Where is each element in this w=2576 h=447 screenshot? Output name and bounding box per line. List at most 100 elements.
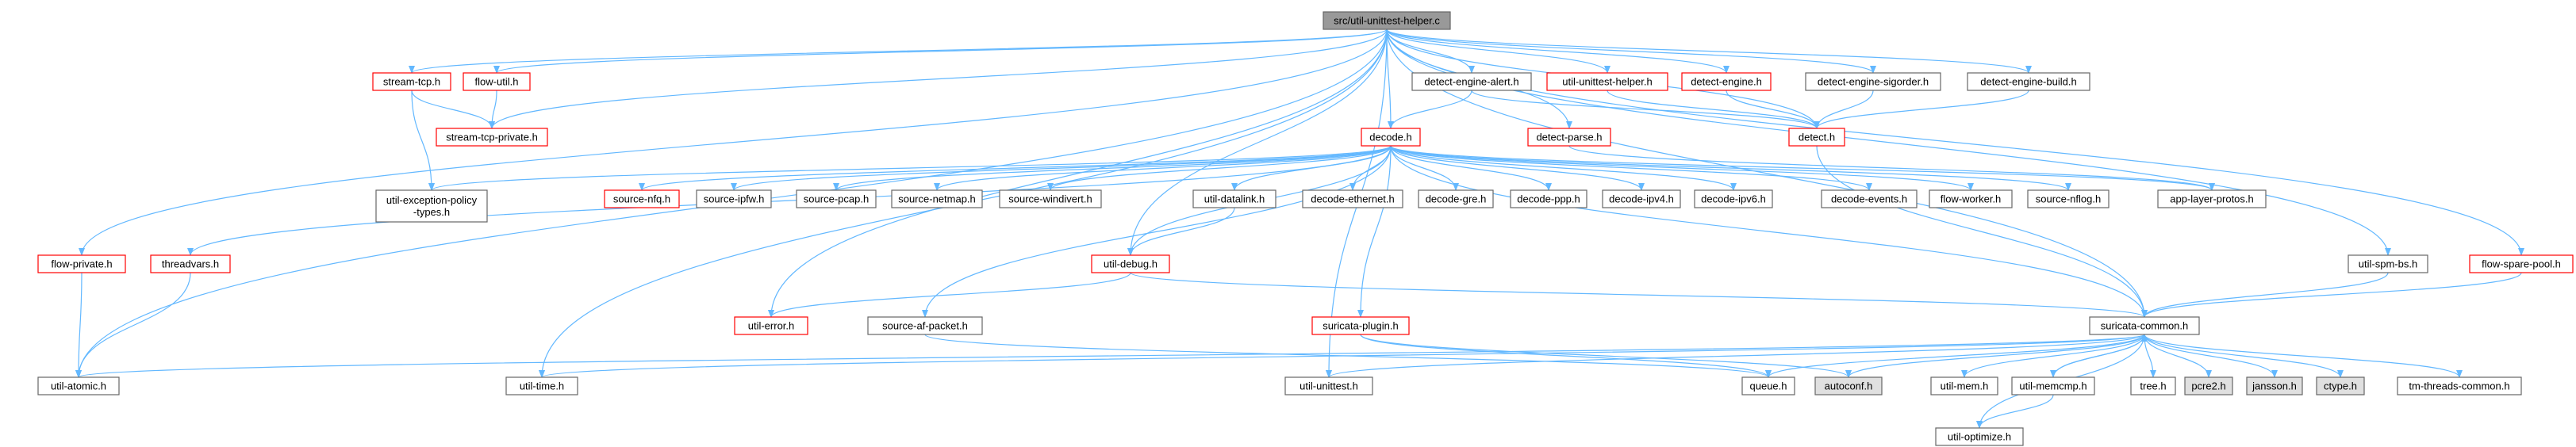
node-tree[interactable]: tree.h (2130, 376, 2176, 395)
node-util-unittest[interactable]: util-unittest.h (1284, 376, 1373, 395)
edge-suricata_plugin-to-queue (1360, 334, 1772, 378)
edge-detect_parse-to-app_layer_protos (1568, 145, 2215, 191)
node-util-spm-bs[interactable]: util-spm-bs.h (2348, 254, 2428, 273)
edge-root-to-stream_tcp (409, 29, 1388, 74)
edge-stream_tcp-to-util_exception_policy (411, 90, 435, 191)
edge-suricata_common-to-ctype (2144, 334, 2344, 378)
node-queue[interactable]: queue.h (1741, 376, 1795, 395)
node-util-optimize[interactable]: util-optimize.h (1935, 427, 2024, 446)
node-tm-threads-common[interactable]: tm-threads-common.h (2397, 376, 2522, 395)
node-stream-tcp-private[interactable]: stream-tcp-private.h (436, 128, 548, 147)
node-source-nfq[interactable]: source-nfq.h (604, 189, 680, 208)
node-label: detect-engine-alert.h (1424, 76, 1518, 88)
node-label: source-af-packet.h (882, 320, 968, 332)
node-util-time[interactable]: util-time.h (505, 376, 578, 395)
node-decode-ethernet[interactable]: decode-ethernet.h (1302, 189, 1403, 208)
node-label: source-nfq.h (613, 193, 670, 205)
edge-suricata_common-to-jansson (2144, 334, 2278, 378)
node-box (1805, 72, 1941, 91)
node-jansson[interactable]: jansson.h (2246, 376, 2303, 395)
node-source-af-packet[interactable]: source-af-packet.h (867, 316, 983, 335)
node-ctype[interactable]: ctype.h (2316, 376, 2365, 395)
node-decode-ipv6[interactable]: decode-ipv6.h (1694, 189, 1773, 208)
node-flow-worker[interactable]: flow-worker.h (1929, 189, 2013, 208)
node-label: util-mem.h (1941, 380, 1989, 392)
node-label: -types.h (413, 206, 450, 218)
node-detect[interactable]: detect.h (1788, 128, 1845, 147)
node-flow-spare-pool[interactable]: flow-spare-pool.h (2469, 254, 2574, 273)
node-box (2348, 254, 2428, 273)
node-label: decode-ipv6.h (1701, 193, 1766, 205)
node-label: suricata-plugin.h (1323, 320, 1398, 332)
node-decode-events[interactable]: decode-events.h (1821, 189, 1918, 208)
node-box (1361, 128, 1421, 147)
node-util-mem[interactable]: util-mem.h (1930, 376, 1998, 395)
node-suricata-plugin[interactable]: suricata-plugin.h (1311, 316, 1410, 335)
node-box (1929, 189, 2013, 208)
node-label: util-time.h (520, 380, 564, 392)
node-source-netmap[interactable]: source-netmap.h (891, 189, 983, 208)
edge-util_unittest_helper-to-detect (1607, 90, 1820, 129)
node-label: decode.h (1369, 132, 1412, 143)
node-label: detect-engine-sigorder.h (1818, 76, 1929, 88)
edge-decode-to-flow_worker (1390, 145, 1974, 191)
node-root[interactable]: src/util-unittest-helper.c (1323, 11, 1451, 30)
node-suricata-common[interactable]: suricata-common.h (2089, 316, 2200, 335)
edge-root-to-flow_util (493, 29, 1388, 74)
node-box (696, 189, 772, 208)
node-autoconf[interactable]: autoconf.h (1814, 376, 1883, 395)
node-util-error[interactable]: util-error.h (734, 316, 808, 335)
node-app-layer-protos[interactable]: app-layer-protos.h (2157, 189, 2267, 208)
node-threadvars[interactable]: threadvars.h (150, 254, 231, 273)
node-label: detect-engine-build.h (1980, 76, 2076, 88)
node-label: queue.h (1750, 380, 1787, 392)
node-box (1930, 376, 1998, 395)
node-detect-engine-build[interactable]: detect-engine-build.h (1967, 72, 2090, 91)
node-source-nflog[interactable]: source-nflog.h (2027, 189, 2110, 208)
node-decode-gre[interactable]: decode-gre.h (1418, 189, 1494, 208)
edge-decode-to-source_netmap (934, 145, 1392, 191)
node-decode-ppp[interactable]: decode-ppp.h (1510, 189, 1587, 208)
edge-suricata_common-to-autoconf (1845, 334, 2145, 378)
node-flow-util[interactable]: flow-util.h (463, 72, 531, 91)
edge-suricata_common-to-queue (1765, 334, 2145, 378)
node-box (1602, 189, 1681, 208)
node-source-ipfw[interactable]: source-ipfw.h (696, 189, 772, 208)
edge-decode-to-decode_ipv4 (1390, 145, 1645, 191)
node-pcre2[interactable]: pcre2.h (2184, 376, 2233, 395)
node-detect-engine-alert[interactable]: detect-engine-alert.h (1411, 72, 1532, 91)
node-box (2027, 189, 2110, 208)
node-label: source-pcap.h (804, 193, 869, 205)
node-util-unittest-helper[interactable]: util-unittest-helper.h (1546, 72, 1668, 91)
node-util-debug[interactable]: util-debug.h (1091, 254, 1170, 273)
node-box (1821, 189, 1918, 208)
edge-stream_tcp-to-stream_tcp_private (411, 90, 495, 129)
node-util-memcmp[interactable]: util-memcmp.h (2011, 376, 2095, 395)
edge-detect_engine_build-to-detect (1814, 90, 2029, 129)
node-stream-tcp[interactable]: stream-tcp.h (372, 72, 451, 91)
node-decode-ipv4[interactable]: decode-ipv4.h (1602, 189, 1681, 208)
node-box (1192, 189, 1276, 208)
node-label: flow-spare-pool.h (2482, 258, 2561, 270)
node-source-pcap[interactable]: source-pcap.h (796, 189, 877, 208)
node-label: tm-threads-common.h (2409, 380, 2509, 392)
edge-decode-to-util_exception_policy (428, 145, 1392, 191)
node-util-exception-policy[interactable]: util-exception-policy-types.h (375, 189, 488, 223)
node-label: util-error.h (748, 320, 795, 332)
node-label: threadvars.h (162, 258, 219, 270)
node-detect-engine[interactable]: detect-engine.h (1681, 72, 1772, 91)
node-label: decode-ipv4.h (1609, 193, 1674, 205)
node-label: suricata-common.h (2101, 320, 2189, 332)
edge-suricata_common-to-util_mem (1961, 334, 2145, 378)
edge-decode-to-source_windivert (1047, 145, 1392, 191)
node-util-datalink[interactable]: util-datalink.h (1192, 189, 1276, 208)
node-flow-private[interactable]: flow-private.h (37, 254, 126, 273)
node-label: util-exception-policy (386, 194, 478, 206)
node-source-windivert[interactable]: source-windivert.h (999, 189, 1102, 208)
node-decode[interactable]: decode.h (1361, 128, 1421, 147)
node-detect-engine-siggroup[interactable]: detect-engine-sigorder.h (1805, 72, 1941, 91)
node-util-atomic[interactable]: util-atomic.h (37, 376, 120, 395)
node-detect-parse[interactable]: detect-parse.h (1527, 128, 1611, 147)
edge-root-to-detect_engine_build (1386, 29, 2032, 74)
